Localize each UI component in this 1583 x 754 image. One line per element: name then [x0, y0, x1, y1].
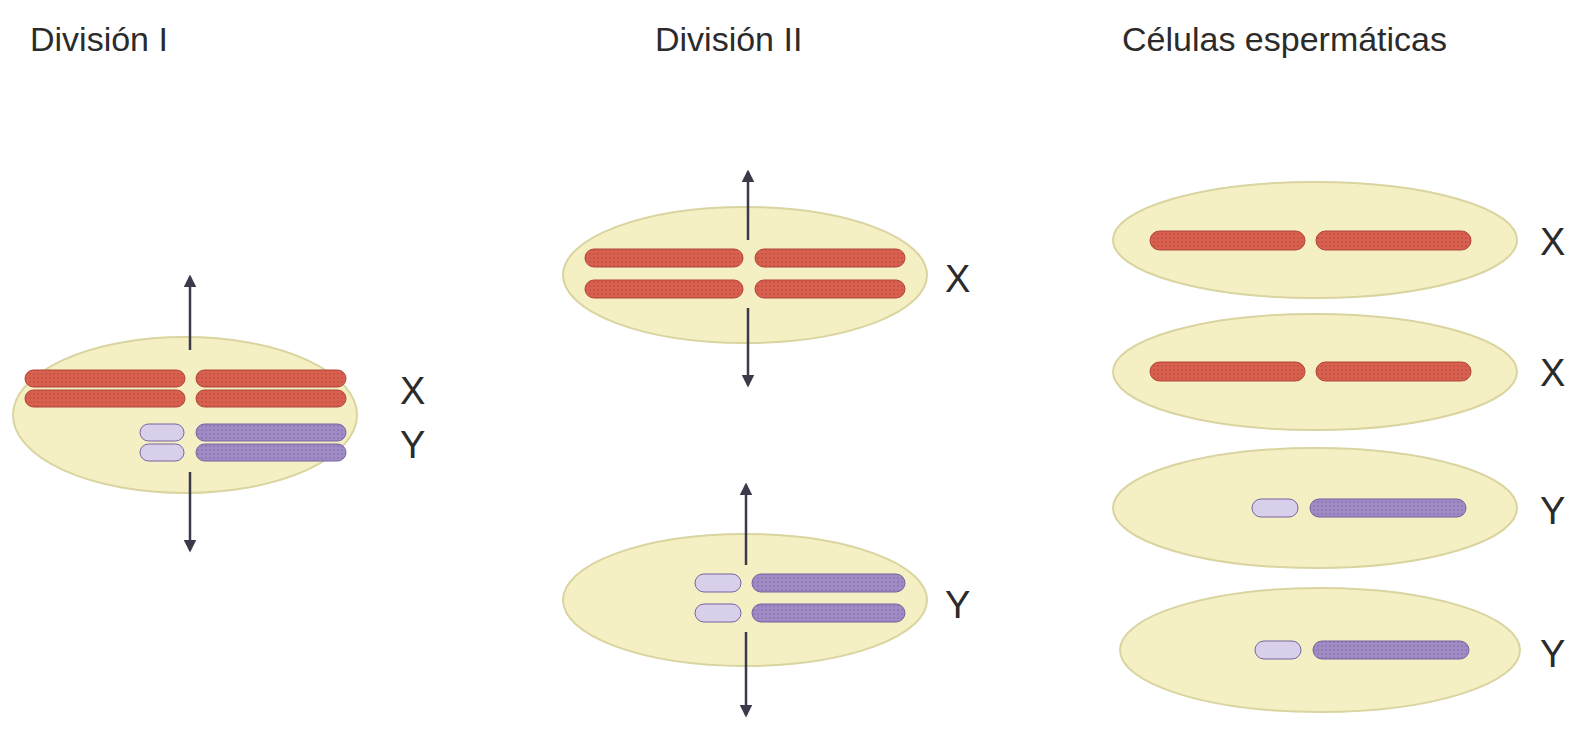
chromosome-label: Y	[1540, 491, 1565, 533]
chromosome-label: X	[1540, 353, 1565, 395]
column-heading: Células espermáticas	[1122, 21, 1447, 58]
chromosome-label: X	[945, 259, 970, 301]
chromosome-label: Y	[400, 425, 425, 467]
chromosome-label: Y	[1540, 634, 1565, 676]
chromosome-label: Y	[945, 585, 970, 627]
chromosome-label: X	[1540, 222, 1565, 264]
column-heading: División I	[30, 21, 168, 58]
chromosome-label: X	[400, 371, 425, 413]
column-heading: División II	[655, 21, 802, 58]
